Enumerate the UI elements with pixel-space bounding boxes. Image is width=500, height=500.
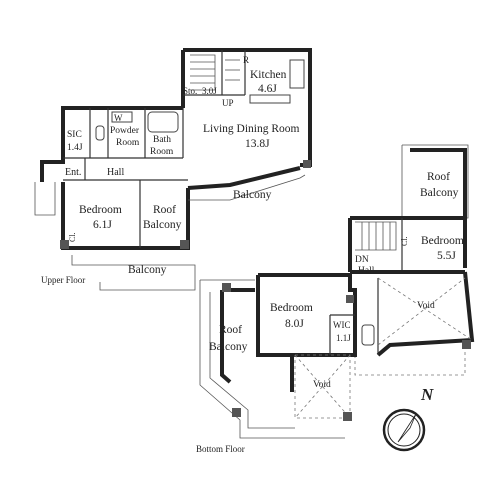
north-compass xyxy=(382,408,426,452)
bottom-floor-pillars xyxy=(222,283,471,421)
refrigerator-label: R xyxy=(243,55,249,65)
entrance-label: Ent. xyxy=(65,167,81,178)
void-right-label: Void xyxy=(417,301,435,311)
wic-label: WIC xyxy=(333,320,351,330)
upper-floor-label: Upper Floor xyxy=(41,275,85,285)
balcony-upper-bottom-label: Balcony xyxy=(128,264,167,276)
bedroom-lower-right-label: Bedroom xyxy=(421,235,464,247)
washer-label: W xyxy=(114,113,123,123)
compass-north-label: N xyxy=(420,385,434,404)
sic-label: SIC xyxy=(67,130,82,140)
floor-labels: Upper Floor Bottom Floor N xyxy=(41,275,434,454)
bath-room-label-1: Bath xyxy=(153,135,171,145)
balcony-upper-right-label: Balcony xyxy=(233,189,272,201)
powder-room-label-1: Powder xyxy=(110,126,140,136)
kitchen-label: Kitchen xyxy=(250,69,287,81)
bedroom-lower-label: Bedroom xyxy=(270,302,313,314)
storage-label: Sto. xyxy=(183,86,197,96)
hall-lower-label: Hall xyxy=(358,266,375,276)
void-lower-label: Void xyxy=(313,380,331,390)
upper-floor-pillars xyxy=(60,160,311,249)
bottom-floor-label: Bottom Floor xyxy=(196,444,245,454)
sic-size: 1.4J xyxy=(67,143,83,153)
roof-balcony-lower-label-2: Balcony xyxy=(209,341,248,353)
hall-upper-label: Hall xyxy=(107,167,124,178)
bedroom-lower-right-size: 5.5J xyxy=(437,250,456,262)
kitchen-size: 4.6J xyxy=(258,83,277,95)
bedroom-upper-size: 6.1J xyxy=(93,219,112,231)
room-labels: Kitchen 4.6J R Sto. 3.0J UP Living Dinin… xyxy=(65,55,464,390)
up-label: UP xyxy=(222,98,234,108)
bedroom-lower-size: 8.0J xyxy=(285,318,304,330)
powder-room-label-2: Room xyxy=(116,138,140,148)
bath-room-label-2: Room xyxy=(150,147,174,157)
dn-label: DN xyxy=(355,255,369,265)
living-dining-label: Living Dining Room xyxy=(203,123,300,135)
roof-balcony-lower-label-1: Roof xyxy=(219,324,242,336)
bottom-floor-walls xyxy=(199,144,475,439)
roof-balcony-right-label-1: Roof xyxy=(427,171,450,183)
storage-size: 3.0J xyxy=(202,86,217,96)
cl-upper-label: Cl. xyxy=(68,232,77,242)
bedroom-upper-label: Bedroom xyxy=(79,204,122,216)
cl-lower-label: Cl. xyxy=(400,236,409,246)
roof-balcony-right-label-2: Balcony xyxy=(420,187,459,199)
roof-balcony-upper-label-2: Balcony xyxy=(143,219,182,231)
roof-balcony-upper-label-1: Roof xyxy=(153,204,176,216)
wic-size: 1.1J xyxy=(336,333,351,343)
living-dining-size: 13.8J xyxy=(245,138,270,150)
